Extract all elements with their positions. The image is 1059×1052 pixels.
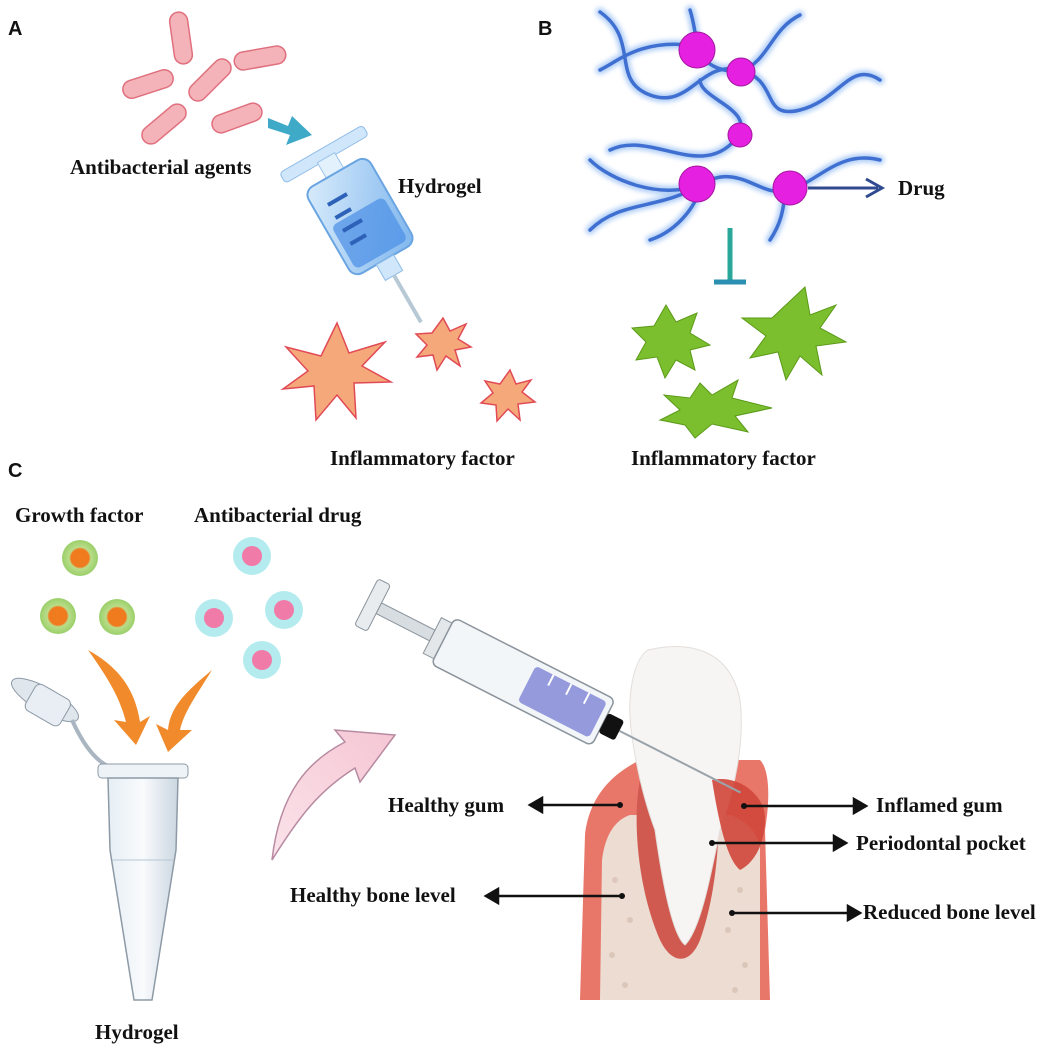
drug-particle — [678, 165, 716, 203]
panel-label-b: B — [538, 18, 553, 40]
leader-arrows — [483, 795, 869, 923]
star-burst-icon — [740, 286, 848, 382]
drug-particle — [727, 122, 753, 148]
panel-label-a: A — [8, 18, 23, 40]
label-drug: Drug — [898, 176, 945, 200]
star-burst-icon — [479, 368, 537, 423]
star-burst-icon — [630, 304, 712, 380]
label-reduced-bone-level: Reduced bone level — [863, 900, 1036, 924]
label-healthy-bone-level: Healthy bone level — [290, 883, 456, 907]
antibacterial-drug-particles — [195, 537, 303, 679]
bacterium — [122, 68, 174, 100]
label-periodontal-pocket: Periodontal pocket — [856, 831, 1026, 855]
growth-factor-particle — [40, 598, 76, 634]
pink-curved-arrow-icon — [271, 729, 397, 861]
inflammatory-factor-green-group — [630, 286, 848, 439]
teal-arrow-icon — [268, 116, 312, 145]
bacterium — [188, 58, 232, 102]
hydrogel-network — [585, 5, 885, 245]
tooth — [629, 646, 742, 946]
panel-label-c: C — [8, 460, 23, 482]
drug-arrow-icon — [808, 177, 886, 199]
inhibit-icon — [714, 228, 746, 285]
growth-factor-particle — [62, 540, 98, 576]
syringe-icon — [280, 125, 423, 324]
inflamed-pocket — [712, 779, 765, 870]
drug-particle — [233, 537, 271, 575]
dental-syringe-icon — [355, 579, 742, 794]
drug-particle — [772, 170, 808, 206]
bacterium — [141, 103, 187, 145]
label-inflamed-gum: Inflamed gum — [876, 793, 1003, 817]
growth-factor-particle — [99, 599, 135, 635]
label-antibacterial-agents: Antibacterial agents — [70, 155, 252, 179]
star-burst-icon — [414, 316, 474, 372]
label-antibacterial-drug: Antibacterial drug — [194, 503, 362, 527]
drug-particle — [265, 591, 303, 629]
label-inflammatory-factor-b: Inflammatory factor — [631, 446, 816, 470]
bacterium — [211, 102, 263, 134]
drug-particle — [243, 641, 281, 679]
label-hydrogel-a: Hydrogel — [398, 174, 482, 198]
drug-particle — [726, 57, 756, 87]
star-burst-icon — [658, 378, 773, 439]
label-hydrogel-c: Hydrogel — [95, 1020, 179, 1044]
growth-factor-particles — [40, 540, 135, 635]
inflammatory-factor-orange-group — [280, 316, 537, 423]
drug-particle — [678, 31, 716, 69]
label-growth-factor: Growth factor — [15, 503, 144, 527]
drug-particle — [195, 599, 233, 637]
bacterium — [233, 45, 287, 71]
label-healthy-gum: Healthy gum — [388, 793, 505, 817]
eppendorf-tube-icon — [11, 677, 189, 1001]
bacterium — [168, 11, 194, 65]
label-inflammatory-factor-a: Inflammatory factor — [330, 446, 515, 470]
star-burst-icon — [280, 321, 394, 422]
orange-arrows-icon — [88, 650, 212, 752]
bacteria-group — [122, 11, 287, 145]
